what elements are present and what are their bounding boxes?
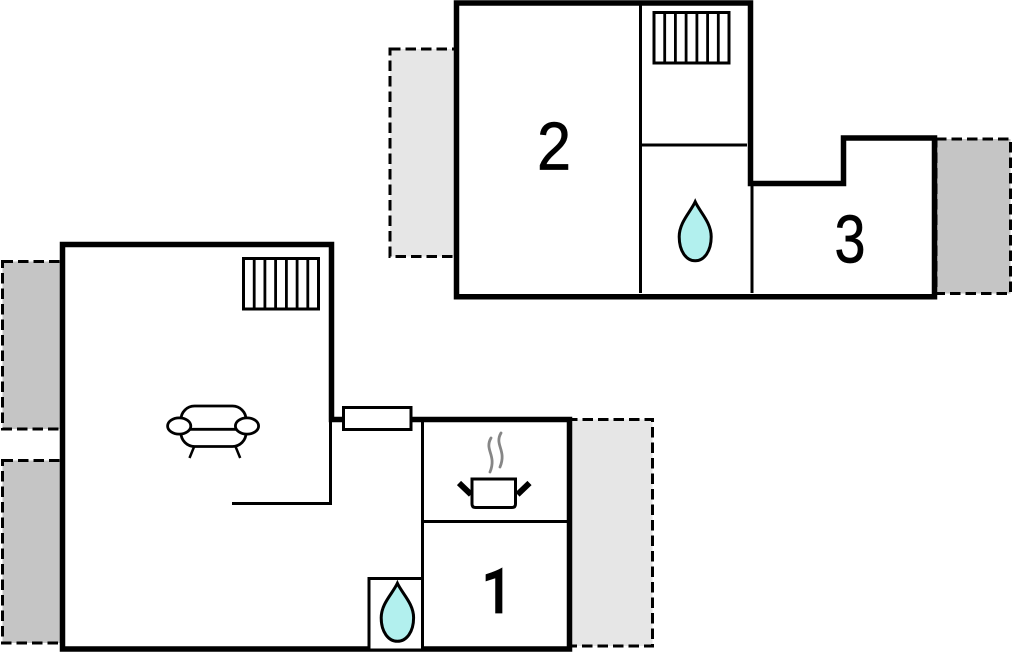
svg-text:2: 2: [537, 107, 571, 184]
svg-text:3: 3: [834, 202, 865, 277]
